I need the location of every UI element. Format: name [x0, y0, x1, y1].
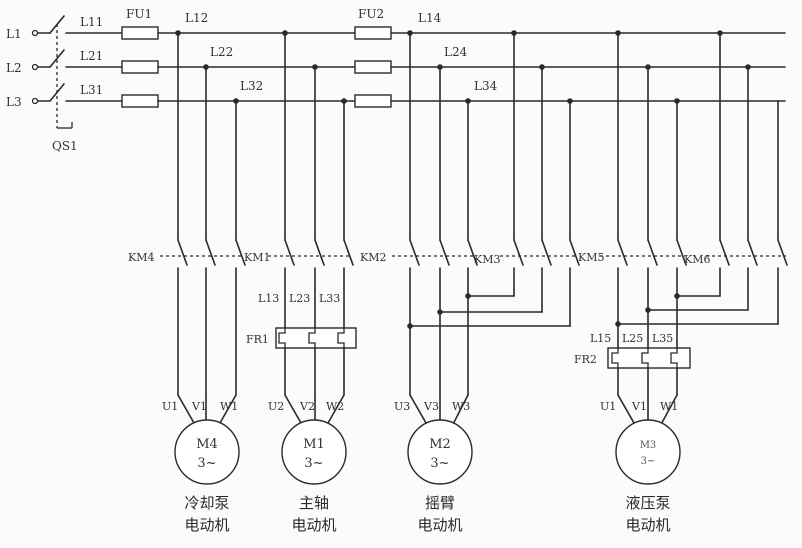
motor-m1-name: M1: [303, 437, 325, 452]
fr2-terminal-2: L25: [622, 332, 643, 345]
contactor-km1: KM1: [244, 239, 354, 329]
fr2-terminal-1: L15: [590, 332, 611, 345]
contactor-label-km1: KM1: [244, 251, 270, 264]
motor-m1: U2 V2 W2 M1 3~ 主轴 电动机: [268, 400, 347, 534]
relay-label-fr2: FR2: [574, 353, 597, 366]
motor-m4-terminal-u: U1: [162, 400, 178, 413]
fuse-label-fu2: FU2: [358, 7, 384, 21]
bus-label-l31: L31: [80, 83, 103, 97]
supply-section: L1 L2 L3 QS1 L11 L21 L31 FU1: [6, 7, 159, 153]
bus-label-l12: L12: [185, 11, 208, 25]
contactor-label-km4: KM4: [128, 251, 154, 264]
fuse-fu1-c: [121, 94, 159, 108]
motor-m1-terminal-w: W2: [326, 400, 344, 413]
motor-m4: U1 V1 W1 M4 3~ 冷却泵 电动机: [162, 400, 240, 534]
motor-m3-name: M3: [640, 440, 657, 451]
motor-m2-caption-2: 电动机: [417, 516, 462, 534]
motor-m4-caption-1: 冷却泵: [184, 494, 229, 512]
motor-m4-caption-2: 电动机: [184, 516, 229, 534]
fuse-fu2-c: [354, 94, 392, 108]
bus-label-l34: L34: [474, 79, 498, 93]
motor-m2-terminal-v: V3: [423, 400, 439, 413]
bus-label-l22: L22: [210, 45, 233, 59]
contactor-km4: KM4: [128, 239, 246, 396]
thermal-relay-fr2: L15 L25 L35 FR2: [574, 332, 691, 396]
motor-m2-caption-1: 摇臂: [425, 494, 455, 512]
contactor-km2: KM2: [360, 239, 478, 396]
fr1-terminal-1: L13: [258, 292, 279, 305]
motor-m4-terminal-v: V1: [191, 400, 207, 413]
motor-m1-caption-1: 主轴: [299, 494, 329, 512]
motor-m1-symbol: [281, 419, 347, 485]
contactor-label-km2: KM2: [360, 251, 386, 264]
contactor-label-km6: KM6: [684, 253, 710, 266]
terminal-l3: [31, 97, 39, 105]
bus-label-l24: L24: [444, 45, 468, 59]
phase-label-l2: L2: [6, 61, 22, 75]
motor-m3-terminal-u: U1: [600, 400, 616, 413]
motor-m2-name: M2: [429, 437, 451, 452]
contactor-km5: KM5: [578, 239, 687, 349]
motor-m3: U1 V1 W1 M3 3~ 液压泵 电动机: [600, 400, 681, 534]
motor-m2-phase: 3~: [430, 456, 449, 471]
qs1-blade-2: [49, 49, 65, 68]
fr1-terminal-3: L33: [319, 292, 340, 305]
motor-m3-phase: 3~: [641, 456, 656, 467]
motor-m3-symbol: [615, 419, 681, 485]
motor-m4-name: M4: [196, 437, 218, 452]
fuse-fu2-b: [354, 60, 392, 74]
fr2-box: [607, 347, 691, 369]
fuse-label-fu1: FU1: [126, 7, 152, 21]
bus-label-l32: L32: [240, 79, 263, 93]
motor-m2-terminal-u: U3: [394, 400, 410, 413]
contactor-km6: KM6: [615, 239, 788, 327]
thermal-relay-fr1: L13 L23 L33 FR1: [246, 292, 357, 396]
fr1-terminal-2: L23: [289, 292, 310, 305]
phase-label-l3: L3: [6, 95, 22, 109]
main-buses: L12 L22 L32 FU2 L14 L24 L34: [157, 7, 786, 108]
fuse-fu2-a: [354, 26, 392, 40]
contactor-label-km5: KM5: [578, 251, 604, 264]
motor-m3-caption-2: 电动机: [625, 516, 670, 534]
relay-label-fr1: FR1: [246, 333, 269, 346]
fuse-fu1-a: [121, 26, 159, 40]
bus-label-l21: L21: [80, 49, 103, 63]
motor-m4-symbol: [174, 419, 240, 485]
motor-m3-terminal-w: W1: [660, 400, 678, 413]
fuse-fu1-b: [121, 60, 159, 74]
contactor-km3: KM3: [407, 239, 580, 329]
motor-m3-terminal-v: V1: [631, 400, 647, 413]
motor-m1-terminal-u: U2: [268, 400, 284, 413]
motor-m1-phase: 3~: [304, 456, 323, 471]
motor-m2-symbol: [407, 419, 473, 485]
terminal-l2: [31, 63, 39, 71]
motor-m2-terminal-w: W3: [452, 400, 470, 413]
terminal-l1: [31, 29, 39, 37]
contactor-label-km3: KM3: [474, 253, 500, 266]
bus-label-l11: L11: [80, 15, 103, 29]
motor-m4-phase: 3~: [197, 456, 216, 471]
motor-m1-caption-2: 电动机: [291, 516, 336, 534]
fr1-box: [275, 327, 357, 349]
phase-label-l1: L1: [6, 27, 22, 41]
main-switch-label: QS1: [52, 139, 78, 153]
bus-label-l14: L14: [418, 11, 442, 25]
motor-m3-caption-1: 液压泵: [625, 494, 670, 512]
motor-m1-terminal-v: V2: [299, 400, 315, 413]
fr2-terminal-3: L35: [652, 332, 673, 345]
motor-m2: U3 V3 W3 M2 3~ 摇臂 电动机: [394, 400, 473, 534]
branch-drops: [177, 32, 779, 241]
motor-m4-terminal-w: W1: [220, 400, 238, 413]
